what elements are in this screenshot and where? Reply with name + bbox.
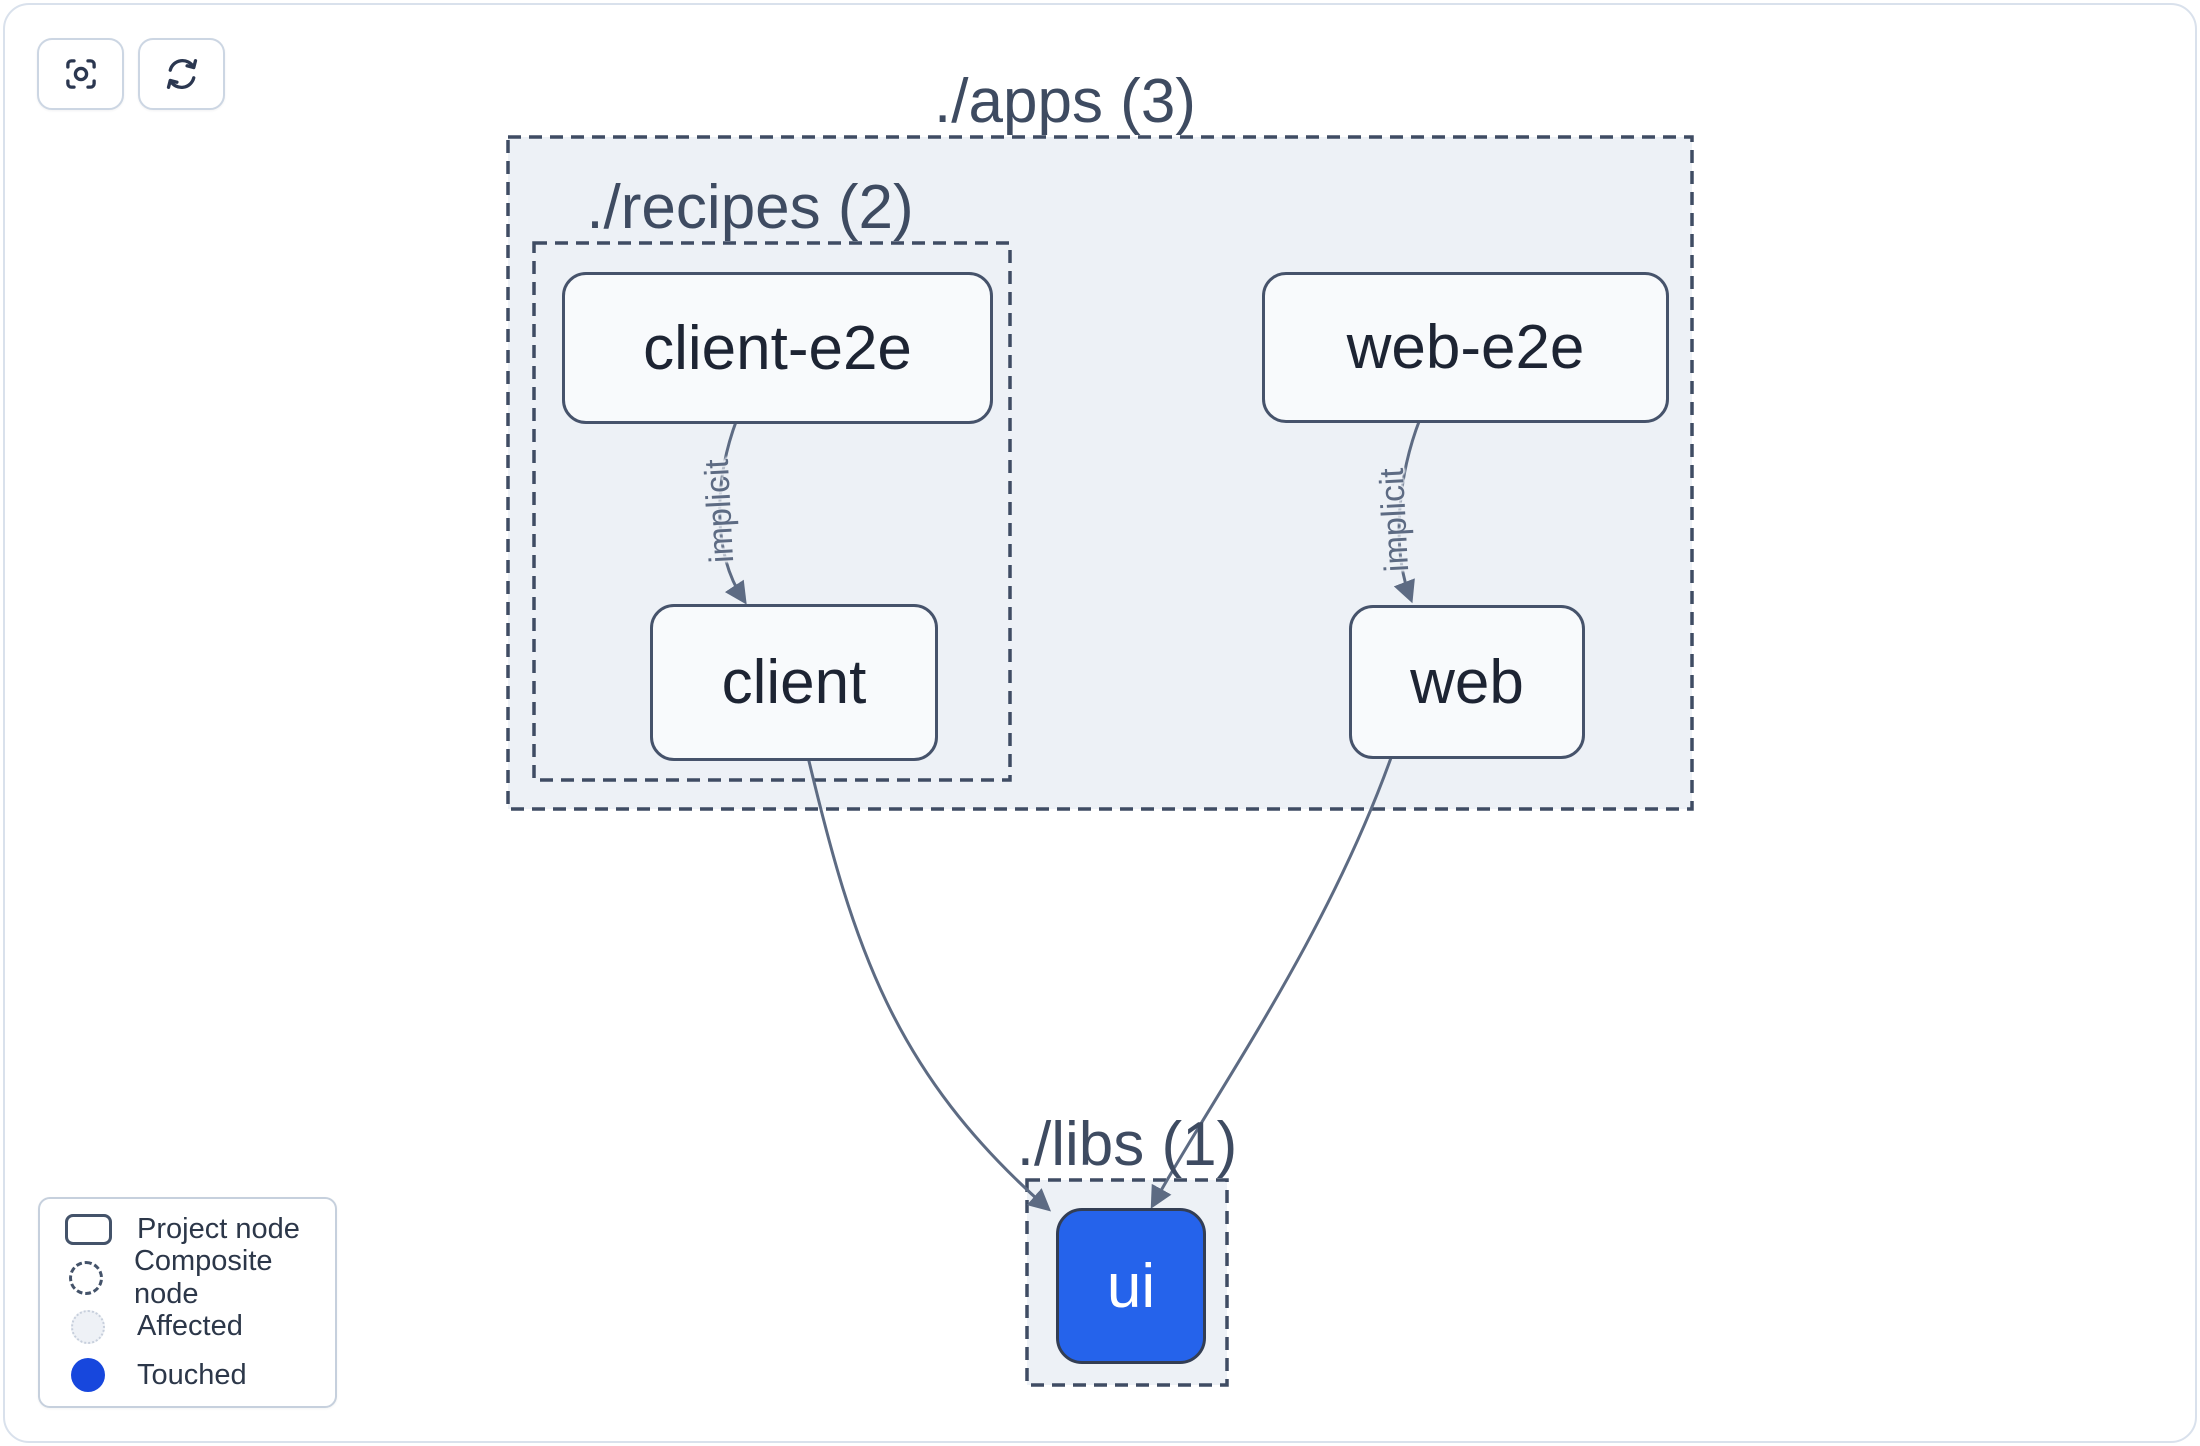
legend: Project node Composite node Affected Tou… — [38, 1197, 337, 1408]
legend-row-touched: Touched — [40, 1352, 335, 1399]
focus-icon — [65, 59, 96, 89]
group-title-libs[interactable]: ./libs (1) — [1016, 1110, 1238, 1179]
edge-label-implicit-client: implicit — [697, 458, 742, 564]
focus-button[interactable] — [37, 38, 124, 110]
legend-label: Touched — [137, 1358, 247, 1391]
group-title-apps[interactable]: ./apps (3) — [934, 67, 1196, 136]
composite-box-recipes[interactable] — [532, 241, 1012, 782]
touched-swatch-icon — [71, 1358, 105, 1393]
legend-label: Project node — [137, 1213, 300, 1246]
refresh-icon — [166, 58, 197, 90]
node-web-e2e[interactable]: web-e2e — [1262, 272, 1669, 423]
composite-node-swatch-icon — [69, 1261, 104, 1296]
group-title-recipes[interactable]: ./recipes (2) — [586, 173, 914, 242]
node-ui[interactable]: ui — [1056, 1208, 1206, 1364]
legend-row-affected: Affected — [40, 1303, 335, 1350]
node-client-e2e[interactable]: client-e2e — [562, 272, 993, 424]
edge-client-ui[interactable] — [806, 756, 1052, 1212]
legend-label: Composite node — [133, 1245, 273, 1311]
edge-client-e2e-client[interactable] — [718, 418, 747, 605]
node-client[interactable]: client — [650, 604, 938, 761]
affected-swatch-icon — [71, 1309, 105, 1344]
legend-row-composite-node: Composite node — [40, 1245, 335, 1310]
project-node-swatch-icon — [64, 1214, 112, 1246]
edge-web-e2e-web[interactable] — [1393, 418, 1422, 604]
refresh-button[interactable] — [138, 38, 225, 110]
edge-label-implicit-web: implicit — [1372, 467, 1417, 573]
legend-row-project-node: Project node — [40, 1206, 335, 1253]
legend-label: Affected — [137, 1310, 243, 1343]
node-web[interactable]: web — [1349, 605, 1585, 759]
edge-web-ui[interactable] — [1150, 754, 1394, 1209]
